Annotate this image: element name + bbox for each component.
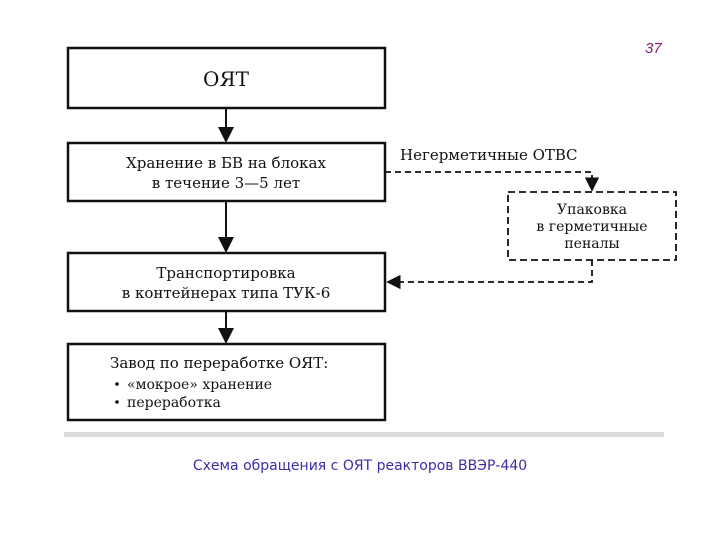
box-packing-line3: пеналы bbox=[564, 236, 619, 252]
cropped-figure-caption-strip bbox=[64, 432, 664, 437]
bullet-icon bbox=[115, 400, 119, 404]
box-transport-line2: в контейнерах типа ТУК-6 bbox=[122, 284, 331, 302]
box-packing-line1: Упаковка bbox=[557, 202, 627, 218]
box-plant-item1: «мокрое» хранение bbox=[127, 377, 272, 393]
box-plant bbox=[66, 342, 387, 422]
dashed-arrow-packing-to-transport bbox=[386, 260, 593, 290]
box-storage-line2: в течение 3—5 лет bbox=[152, 174, 300, 192]
box-transport bbox=[66, 251, 387, 313]
box-plant-item2: переработка bbox=[127, 395, 221, 411]
bullet-icon bbox=[115, 382, 119, 386]
box-oyat-label: ОЯТ bbox=[203, 67, 250, 91]
box-transport-line1: Транспортировка bbox=[156, 264, 295, 282]
box-storage bbox=[66, 141, 387, 203]
box-plant-line1: Завод по переработке ОЯТ: bbox=[110, 354, 328, 372]
leaky-assemblies-label: Негерметичные ОТВС bbox=[400, 146, 577, 164]
dashed-arrow-storage-to-packing bbox=[385, 171, 600, 192]
box-packing-line2: в герметичные bbox=[536, 219, 647, 235]
box-storage-line1: Хранение в БВ на блоках bbox=[126, 154, 326, 172]
slide-caption: Схема обращения с ОЯТ реакторов ВВЭР-440 bbox=[192, 458, 528, 474]
page-number: 37 bbox=[645, 40, 662, 57]
